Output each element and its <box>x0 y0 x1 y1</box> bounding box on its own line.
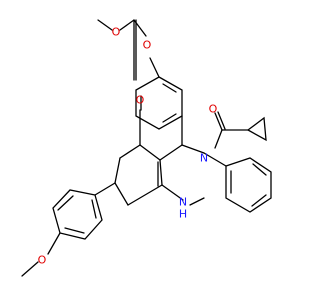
atom-o-ketone-ring: O <box>136 94 145 107</box>
bond <box>161 184 184 201</box>
atom-o-ester-methyl: O <box>112 26 121 39</box>
bond <box>64 227 85 234</box>
molecule-structure: O O O O N N H O <box>21 19 272 277</box>
atom-labels: O O O O N N H O <box>38 26 218 267</box>
atom-h-amine: H <box>179 208 187 221</box>
bond <box>119 144 141 159</box>
bond <box>135 76 183 130</box>
atom-o-ketone-acyl: O <box>209 103 218 116</box>
bond <box>57 195 74 211</box>
bond <box>114 157 121 184</box>
bond <box>217 111 226 130</box>
bond <box>159 144 183 161</box>
bond <box>162 113 177 123</box>
atom-n-amide: N <box>200 152 208 165</box>
atom-o-methoxy: O <box>38 254 47 267</box>
bond <box>91 199 97 219</box>
bond <box>214 112 223 131</box>
bond <box>114 182 129 206</box>
bond <box>225 157 272 213</box>
bond <box>149 57 160 78</box>
bond <box>203 152 227 167</box>
bond <box>251 194 267 207</box>
bond <box>94 182 116 196</box>
bond <box>47 232 61 255</box>
atom-n-amine: N <box>179 196 187 209</box>
bond <box>159 159 163 186</box>
bond <box>252 163 267 176</box>
bond <box>139 144 161 161</box>
bond <box>181 144 205 154</box>
bonds <box>21 19 272 277</box>
bond <box>97 19 113 31</box>
bond <box>21 261 39 277</box>
bond <box>214 129 223 149</box>
bond <box>189 197 205 206</box>
atom-o-ester-carbonyl: O <box>143 39 152 52</box>
bond <box>162 83 177 93</box>
bond <box>127 184 163 206</box>
bond <box>119 19 135 31</box>
bond <box>246 116 267 142</box>
